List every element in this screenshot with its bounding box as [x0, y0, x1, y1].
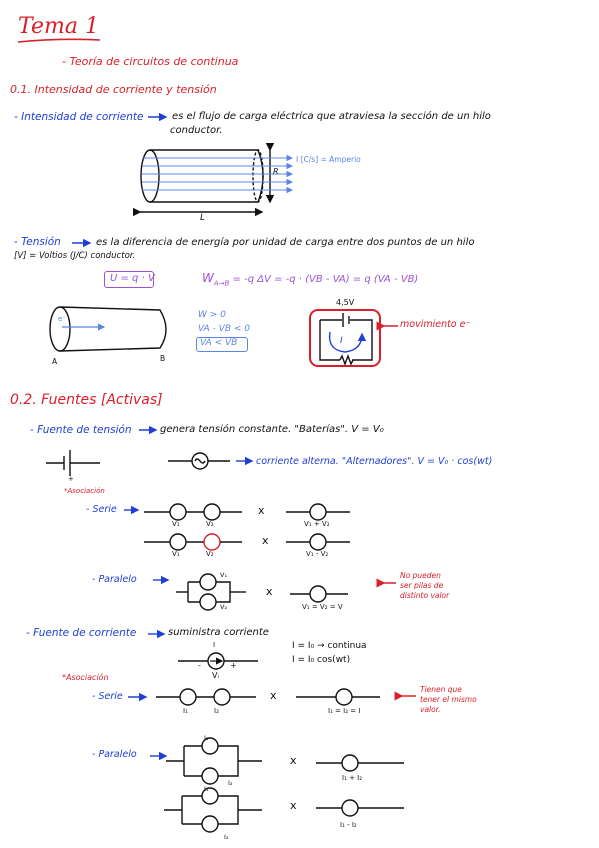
formula-u: U = q · V	[110, 273, 155, 284]
cross-4: x	[270, 689, 277, 702]
eq-continua: I = I₀ → continua	[292, 641, 367, 651]
asociacion-label-1: *Asociación	[64, 487, 105, 495]
par-v1-label: V₁	[220, 571, 228, 579]
section-heading-02: 0.2. Fuentes [Activas]	[10, 392, 163, 408]
formula-u-box	[104, 271, 154, 288]
fuente-tension-label: - Fuente de tensión	[30, 424, 132, 436]
page-title: Tema 1	[18, 14, 99, 39]
cross-3: x	[266, 585, 273, 598]
note-tienen-2: tener el mismo	[420, 695, 477, 704]
battery-plus-sign: +	[68, 475, 74, 483]
v2-label-b: V₂	[206, 550, 214, 558]
serie-current-sources	[156, 688, 380, 706]
formula-w: WA→B = -q ΔV = -q · (VB - VA) = q (VA - …	[202, 272, 418, 287]
tension-definition: es la diferencia de energía por unidad d…	[96, 237, 475, 248]
par-i2-label: I₂	[228, 779, 233, 787]
loop-current-label: I	[340, 336, 343, 346]
serie-i2-label: I₂	[214, 707, 219, 715]
fuente-corriente-definition: suministra corriente	[168, 627, 269, 638]
eq-alterna: I = I₀ cos(wt)	[292, 655, 351, 665]
serie-i-equal-label: I₁ = I₂ = I	[328, 707, 361, 715]
asociacion-label-2: *Asociación	[62, 673, 109, 682]
formula-w-symbol: W	[202, 271, 214, 285]
paralelo-sources	[176, 573, 348, 611]
cross-1: x	[258, 504, 265, 517]
title-underline	[17, 38, 101, 43]
current-minus-sign: -	[198, 661, 201, 670]
current-unit-label: I [C/s] = Amperio	[296, 155, 361, 164]
circuit-highlight	[309, 309, 381, 367]
cross-6: x	[290, 799, 297, 812]
formula-w-subscript: A→B	[213, 279, 230, 288]
fuente-tension-definition: genera tensión constante. "Baterías". V …	[160, 424, 384, 435]
paralelo-label-2: - Paralelo	[92, 749, 137, 760]
ac-source-symbol	[168, 452, 230, 470]
v-diff-label: V₁ - V₂	[306, 550, 329, 558]
conductor-cylinder	[133, 143, 275, 217]
condition-va-vb: VA - VB < 0	[198, 324, 250, 334]
current-source-symbol	[178, 652, 258, 670]
condition-w: W > 0	[198, 310, 226, 320]
condition-va-lt-vb: VA < VB	[200, 338, 238, 348]
par-i1-label: I₁	[204, 734, 209, 742]
condition-box	[196, 337, 248, 352]
intensidad-label: - Intensidad de corriente	[14, 111, 144, 123]
serie-sources-1	[144, 503, 350, 521]
v-sum-label: V₁ + V₂	[304, 520, 330, 528]
radius-label: R	[273, 167, 279, 176]
tension-definition-cont: [V] = Voltios (J/C) conductor.	[14, 251, 136, 261]
intensidad-definition-cont: conductor.	[170, 125, 223, 136]
length-label: L	[200, 213, 206, 223]
current-lines	[142, 154, 294, 194]
paralelo-current-2	[164, 787, 404, 833]
formula-w-rest: = -q ΔV = -q · (VB - VA) = q (VA - VB)	[229, 274, 419, 285]
serie-label-1: - Serie	[86, 504, 117, 515]
point-b-label: B	[160, 354, 166, 363]
v1-label: V₁	[172, 520, 180, 528]
par-i-diff-label: I₁ - I₂	[340, 821, 357, 829]
note-no-pueden-1: No pueden	[400, 571, 441, 580]
par-i-sum-label: I₁ + I₂	[342, 774, 363, 782]
point-a-label: A	[52, 357, 58, 366]
section-heading-01: 0.1. Intensidad de corriente y tensión	[10, 83, 217, 96]
par2-i1-label: I₁	[204, 785, 209, 793]
conductor-cylinder-2	[49, 306, 167, 352]
serie-sources-2	[144, 533, 350, 551]
v1-label-b: V₁	[172, 550, 180, 558]
battery-voltage: 4,5V	[336, 298, 355, 307]
tension-label: - Tensión	[14, 236, 61, 248]
battery-circuit	[319, 313, 373, 366]
paralelo-current-1	[166, 737, 404, 785]
par-v2-label: V₂	[220, 603, 228, 611]
subtitle: - Teoría de circuitos de continua	[62, 55, 239, 68]
electron-label: e⁻	[58, 315, 67, 323]
current-plus-sign: +	[230, 661, 237, 670]
cross-5: x	[290, 754, 297, 767]
note-tienen-3: valor.	[420, 705, 441, 714]
current-i-label: I	[213, 641, 216, 649]
fuente-corriente-label: - Fuente de corriente	[26, 627, 137, 639]
paralelo-label-1: - Paralelo	[92, 574, 137, 585]
alterna-definition: corriente alterna. "Alternadores". V = V…	[256, 456, 493, 467]
note-no-pueden-3: distinto valor	[400, 591, 450, 600]
serie-label-2: - Serie	[92, 691, 123, 702]
note-no-pueden-2: ser pilas de	[400, 581, 444, 590]
note-tienen-1: Tienen que	[420, 685, 462, 694]
intensidad-definition: es el flujo de carga eléctrica que atrav…	[172, 111, 491, 122]
par-equal-label: V₁ = V₂ = V	[302, 603, 343, 611]
current-vi-label: Vᵢ	[212, 671, 219, 680]
par2-i2-label: I₂	[224, 833, 229, 841]
v2-label: V₂	[206, 520, 214, 528]
serie-i1-label: I₁	[183, 707, 188, 715]
cross-2: x	[262, 534, 269, 547]
dc-battery-symbol	[46, 450, 100, 476]
movement-label: movimiento e⁻	[400, 319, 471, 330]
